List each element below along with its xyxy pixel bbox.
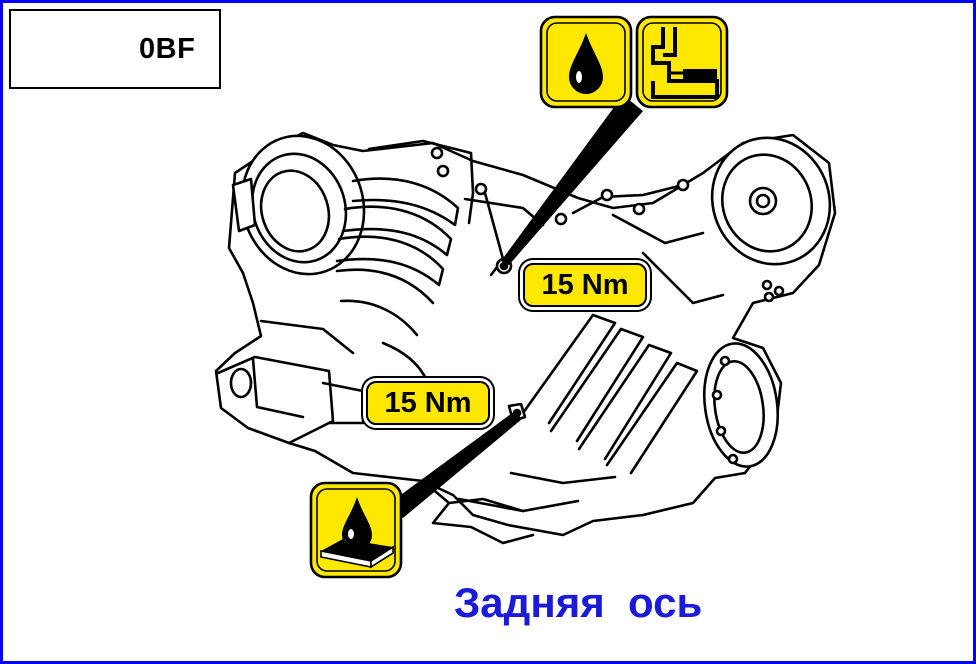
drain-plug-torque-label: 15 Nm bbox=[366, 381, 490, 425]
drain-leader bbox=[387, 411, 522, 518]
oil-fill-level-icon bbox=[635, 15, 729, 109]
right-flange bbox=[710, 136, 832, 303]
oil-drain-icon bbox=[309, 481, 403, 579]
lower-ribs bbox=[457, 313, 699, 513]
component-code-box: 0BF bbox=[9, 9, 221, 89]
rear-axle-illustration bbox=[19, 15, 837, 579]
filler-plug-torque-label: 15 Nm bbox=[523, 263, 647, 307]
pinion-flange bbox=[703, 342, 779, 468]
diagram-caption: Задняя ось bbox=[454, 579, 703, 626]
filler-leader bbox=[501, 95, 643, 265]
bottom-shield bbox=[421, 479, 535, 545]
component-code: 0BF bbox=[139, 33, 196, 65]
left-flange bbox=[231, 134, 366, 276]
left-block bbox=[216, 319, 429, 445]
oil-drop-icon bbox=[539, 15, 633, 109]
upper-ribs bbox=[335, 177, 460, 337]
